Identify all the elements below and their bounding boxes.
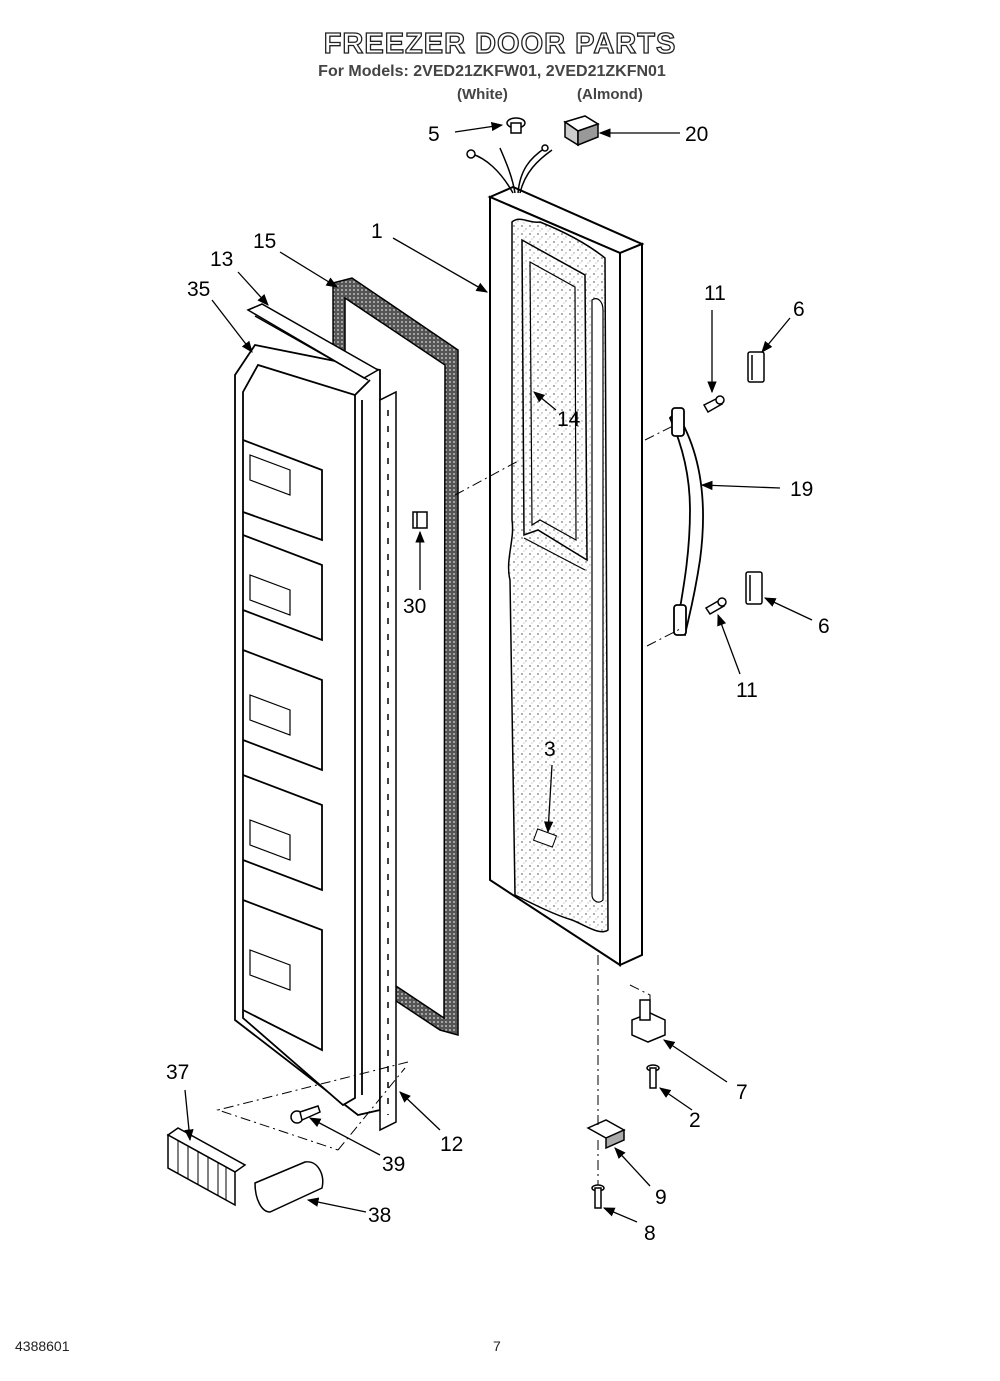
bracket-screw [591,1184,605,1209]
callout-3: 3 [544,738,556,761]
callout-2: 2 [689,1109,701,1132]
callout-11-top: 11 [704,282,726,305]
callout-20: 20 [685,123,708,146]
handle-cap [745,571,763,605]
callout-7: 7 [736,1081,748,1104]
callout-12: 12 [440,1133,463,1156]
hinge-screw [646,1064,660,1089]
page-title: FREEZER DOOR PARTS [323,27,677,60]
callout-1: 1 [371,220,383,243]
callout-8: 8 [644,1222,656,1245]
plug-part [506,117,526,134]
callout-5: 5 [428,123,440,146]
door-hinge [631,999,666,1043]
variant-almond-label: (Almond) [577,86,643,103]
callout-6-bottom: 6 [818,615,830,638]
variant-white-label: (White) [457,86,508,103]
callout-19: 19 [790,478,813,501]
callout-6-top: 6 [793,298,805,321]
callout-13: 13 [210,248,233,271]
callout-15: 15 [253,230,276,253]
kick-grille [166,1127,247,1207]
callout-38: 38 [368,1204,391,1227]
leader-lines [184,121,813,1223]
callout-37: 37 [166,1061,189,1084]
clip-part [412,511,428,529]
top-trim-strip [246,303,380,381]
liner-screw [290,1105,321,1124]
connector-block-part [563,115,600,147]
handle-screw [704,597,727,615]
callout-35: 35 [187,278,210,301]
callout-labels: 5 20 1 15 13 35 11 6 14 19 30 6 11 3 7 2… [166,123,830,1245]
hinge-cover [254,1161,324,1213]
door-handle [668,407,704,637]
callout-30: 30 [403,595,426,618]
alignment-lines [216,424,683,1185]
breaker-strip [379,390,397,1132]
wire-harness [466,144,553,194]
callout-9: 9 [655,1186,667,1209]
model-numbers: For Models: 2VED21ZKFW01, 2VED21ZKFN01 [318,63,666,80]
callout-39: 39 [382,1153,405,1176]
inner-door-liner [234,343,381,1116]
callout-14: 14 [557,408,581,431]
handle-screw [702,395,725,414]
callout-11-bottom: 11 [736,679,758,702]
handle-cap [747,351,765,383]
outer-door-panel [487,185,645,967]
hinge-bracket [586,1119,626,1150]
page-number: 7 [493,1338,501,1354]
document-number: 4388601 [15,1338,70,1354]
